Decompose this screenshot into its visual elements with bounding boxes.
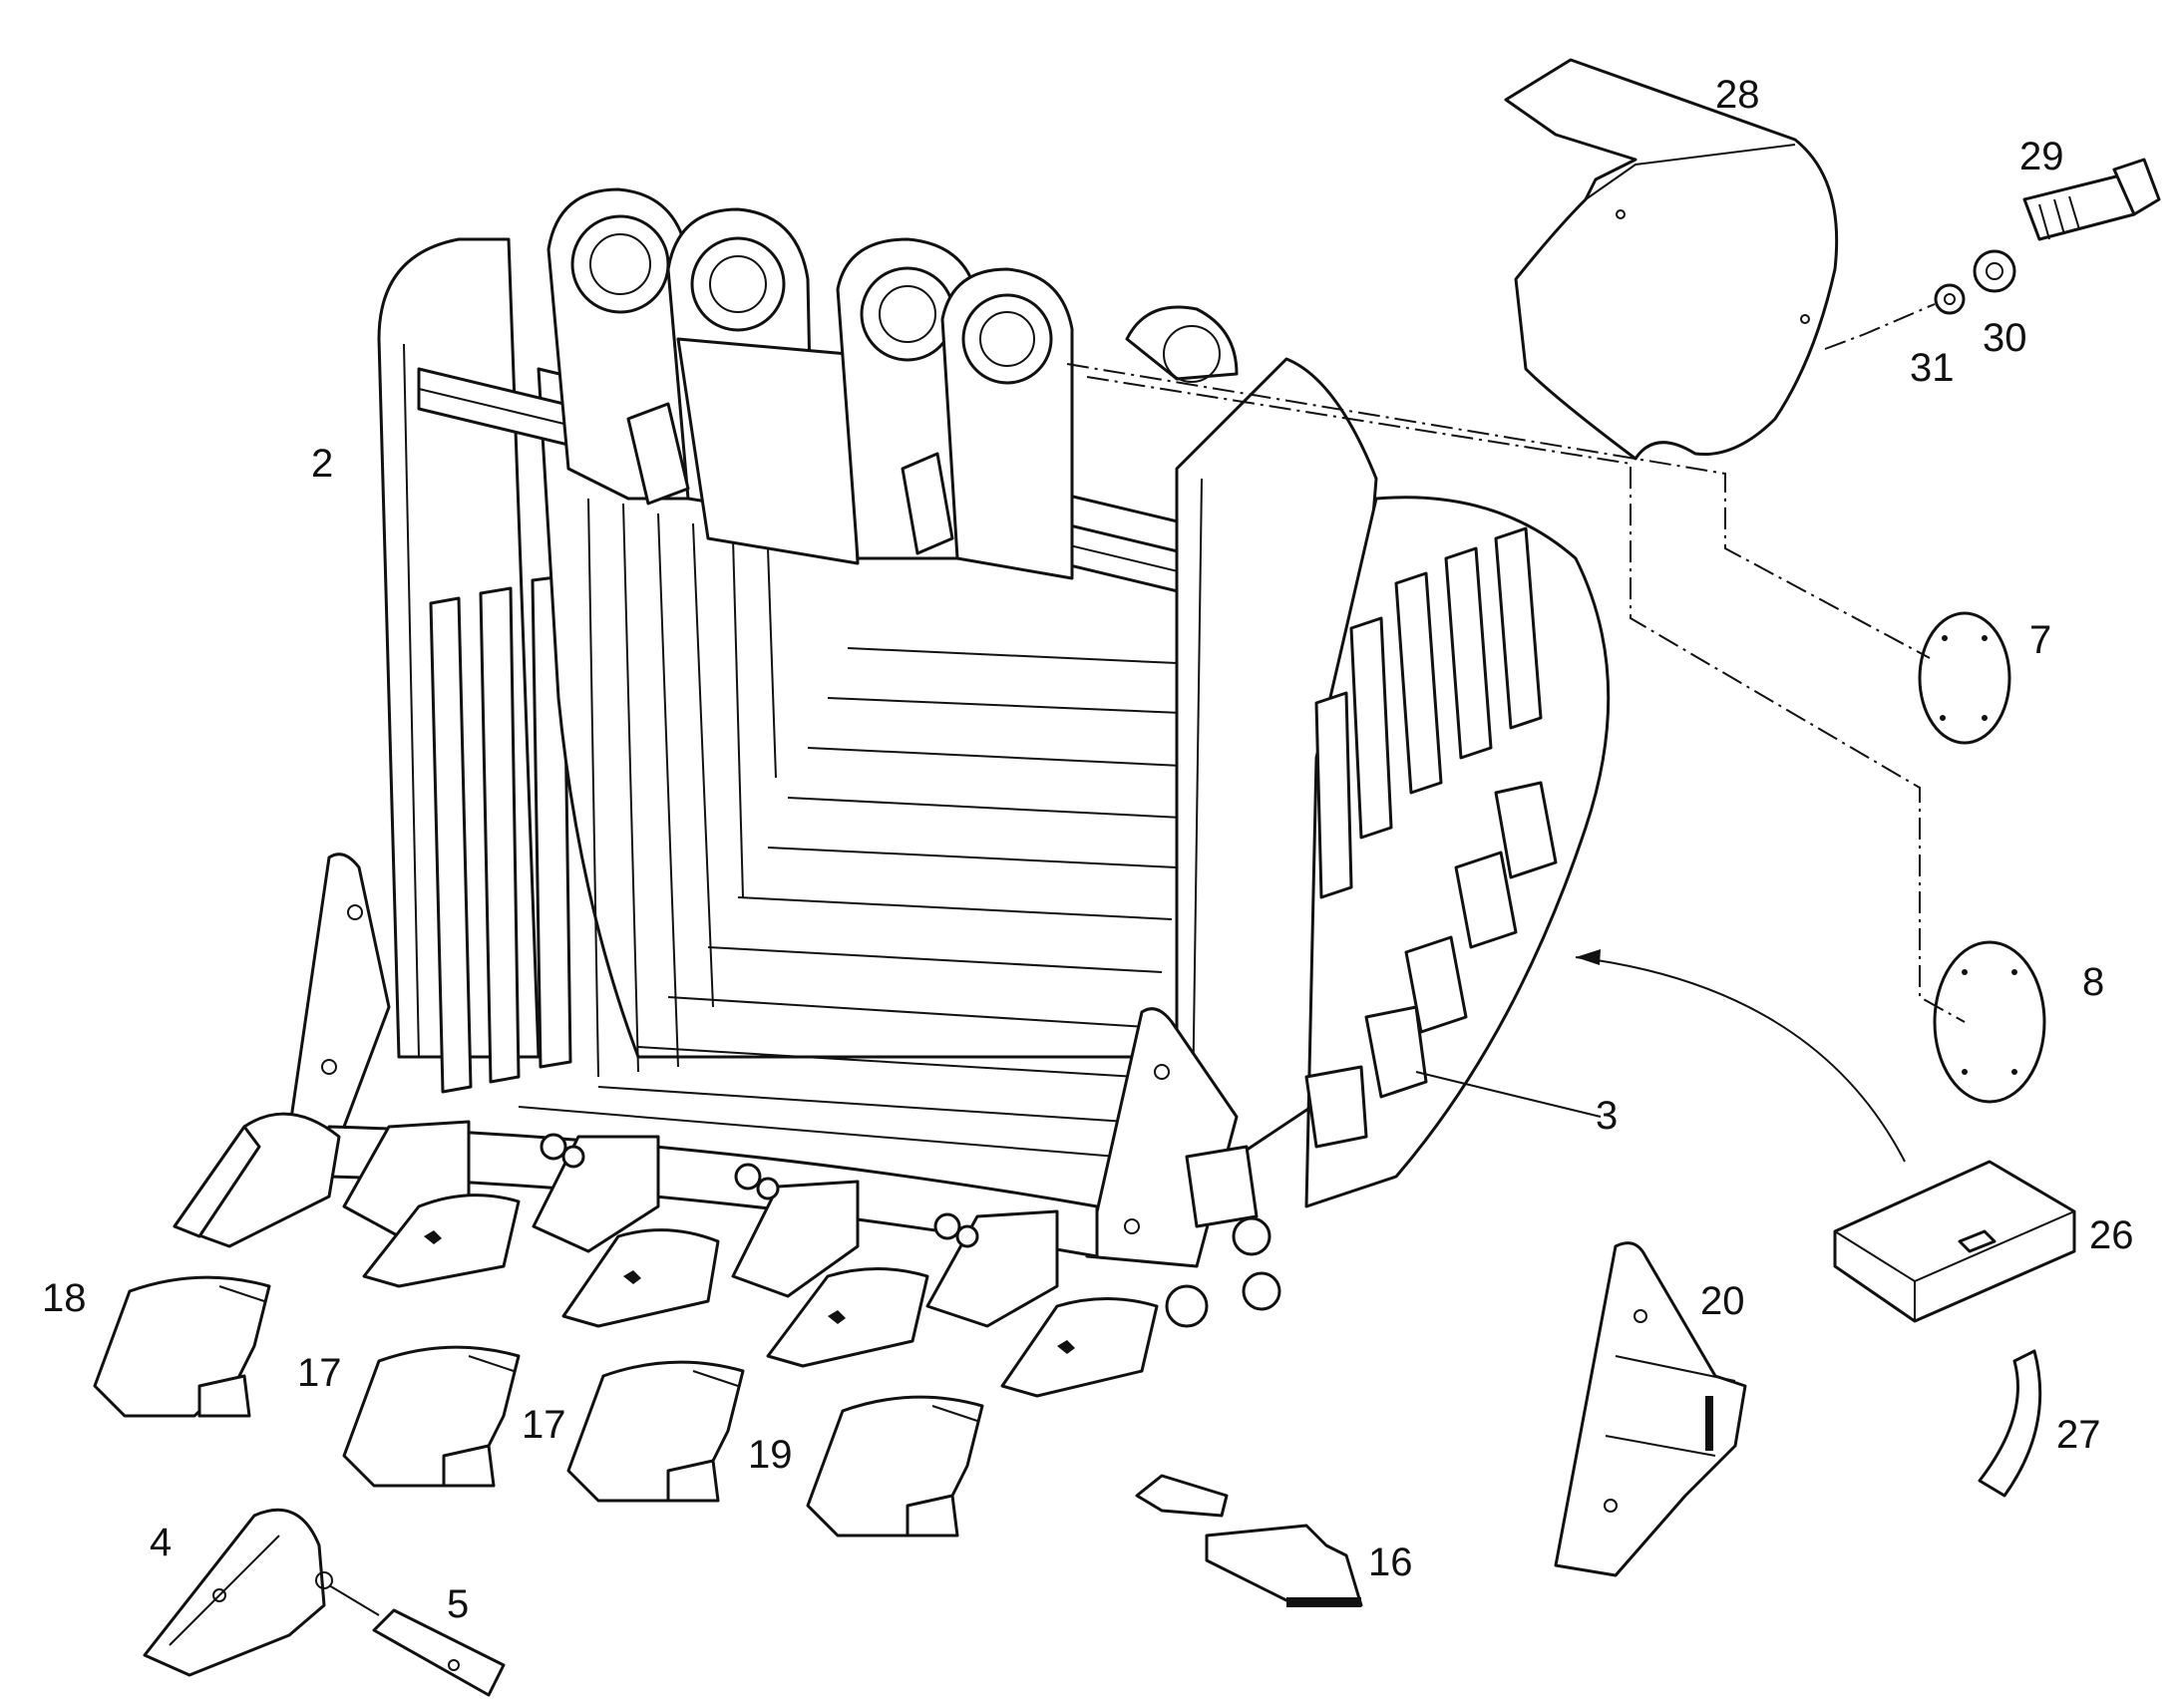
- callout-20: 20: [1700, 1279, 1745, 1323]
- floor-liners: [518, 647, 1183, 1158]
- callout-7: 7: [2029, 618, 2051, 662]
- heel-wear-blocks: [1304, 781, 1558, 1149]
- callout-27: 27: [2056, 1413, 2101, 1457]
- part-27-curved-bar: [1978, 1349, 2042, 1498]
- tooth-tips: [93, 1275, 984, 1537]
- callout-18: 18: [42, 1276, 87, 1320]
- mounting-lugs: [546, 187, 1239, 580]
- callout-16: 16: [1368, 1540, 1413, 1584]
- bucket-assembly: [173, 187, 1611, 1398]
- callout-3: 3: [1596, 1094, 1618, 1138]
- part-30-washer: [1973, 249, 2016, 293]
- callout-17b: 17: [522, 1403, 566, 1447]
- callout-19: 19: [748, 1433, 793, 1477]
- part-20-adapter: [1554, 1241, 1747, 1577]
- callout-5: 5: [447, 1582, 469, 1626]
- part-26-block: [1833, 1160, 2076, 1323]
- callout-29: 29: [2019, 135, 2064, 178]
- part-7-disc: [1918, 611, 2011, 745]
- part-29-bolt: [2022, 158, 2161, 241]
- callout-28: 28: [1715, 73, 1760, 117]
- leader-lines: [1066, 303, 1966, 1163]
- part-4-adapter: [143, 1508, 333, 1677]
- callout-8: 8: [2082, 960, 2104, 1004]
- callout-17a: 17: [297, 1351, 342, 1395]
- callout-31: 31: [1910, 346, 1955, 390]
- callout-30: 30: [1983, 316, 2027, 360]
- part-28-cover: [1504, 58, 1839, 461]
- part-8-disc: [1933, 940, 2046, 1104]
- side-wear-strips: [1314, 526, 1543, 899]
- part-16-pin: [1135, 1474, 1363, 1607]
- callout-4: 4: [150, 1521, 172, 1564]
- part-5-pin: [328, 1584, 506, 1697]
- teeth-row: [173, 1112, 1159, 1398]
- part-31-washer: [1934, 283, 1966, 315]
- callout-labels: 2 28 29 30 31 7 8 3 26 27 20 18 17 17 19…: [42, 73, 2134, 1626]
- callout-26: 26: [2089, 1213, 2134, 1257]
- callout-2: 2: [311, 442, 333, 486]
